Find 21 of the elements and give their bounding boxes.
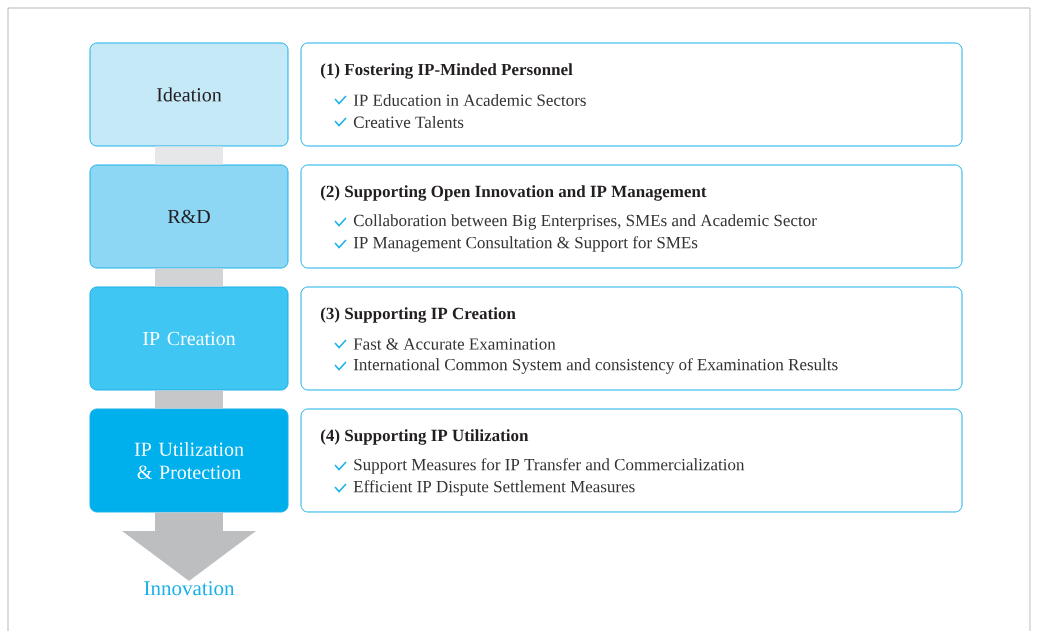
list-item: Collaboration between Big Enterprises, SMEs and Academic Sector	[353, 214, 817, 230]
stage-box: IP Utilization & Protection	[89, 408, 289, 513]
list-item: Creative Talents	[353, 116, 464, 128]
list-item: International Common System and consistency of Examination Results	[353, 358, 838, 374]
list-item: IP Management Consultation & Support for SMEs	[353, 236, 698, 252]
list-item: IP Education in Academic Sectors	[353, 94, 586, 106]
box-heading: (4) Supporting IP Utilization	[320, 429, 529, 445]
stage-box: IP Creation	[89, 286, 289, 391]
flow-arrow	[122, 512, 256, 581]
flow-arrow	[155, 146, 223, 165]
flow-arrow	[155, 390, 223, 409]
box-heading: (3) Supporting IP Creation	[320, 307, 516, 323]
list-item: Support Measures for IP Transfer and Commercialization	[354, 458, 745, 474]
box-heading: (2) Supporting Open Innovation and IP Management	[320, 185, 707, 201]
list-item: Fast & Accurate Examination	[353, 338, 556, 350]
list-item: Efficient IP Dispute Settlement Measures	[353, 480, 635, 496]
stage-box: Ideation	[89, 42, 289, 147]
box-heading: (1) Fostering IP-Minded Personnel	[320, 63, 573, 79]
outcome-label: Innovation	[144, 581, 235, 596]
flow-arrow	[155, 268, 223, 287]
stage-box: R&D	[89, 164, 289, 269]
